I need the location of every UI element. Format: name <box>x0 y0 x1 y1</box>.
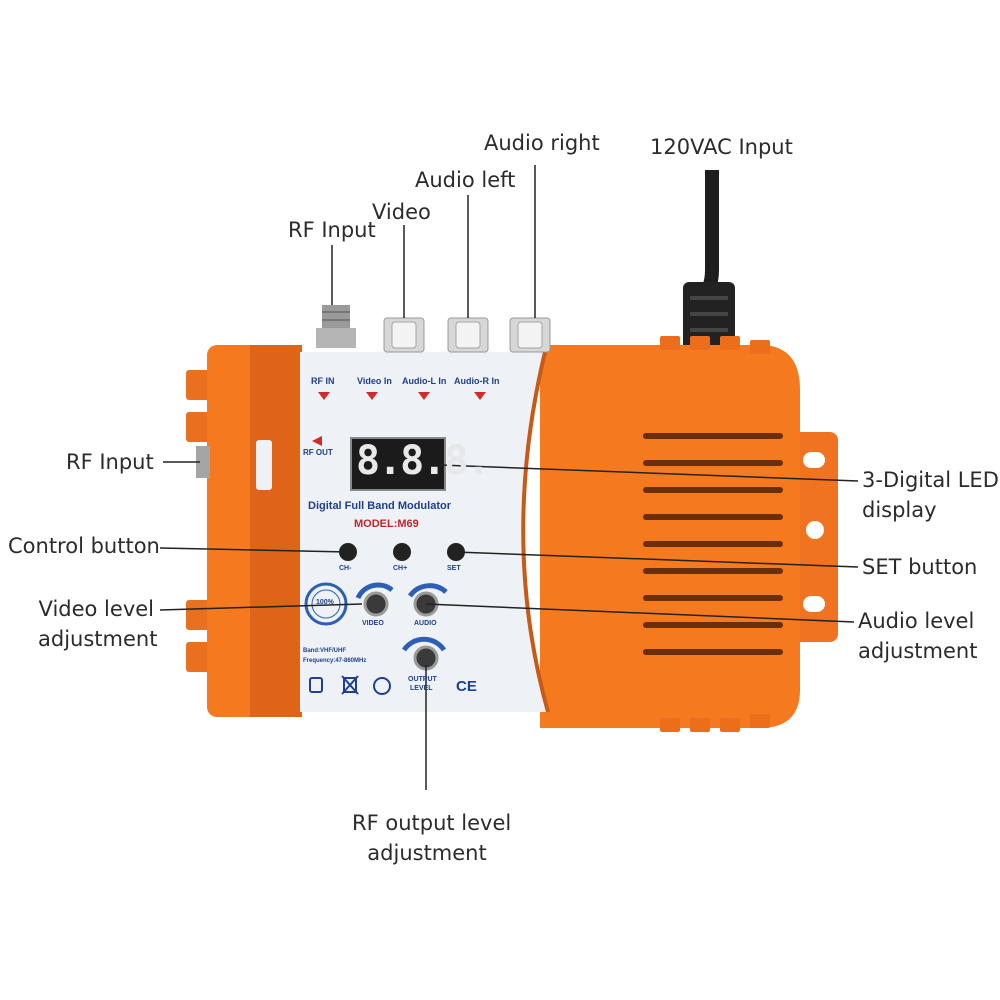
callout-audio-right: Audio right <box>484 131 600 155</box>
audio-left-rca-jack <box>447 317 489 353</box>
label-output: OUTPUT <box>408 676 437 683</box>
label-video-knob: VIDEO <box>362 620 384 627</box>
callout-audio-level-line1: Audio level <box>858 609 975 633</box>
label-audio-l-in: Audio-L In <box>402 376 447 386</box>
callout-video: Video <box>372 200 431 224</box>
callout-audio-level-line2: adjustment <box>858 639 978 663</box>
label-video-in: Video In <box>357 376 392 386</box>
callout-audio-left: Audio left <box>415 168 516 192</box>
callout-rf-output-level: RF output level adjustment <box>352 808 512 868</box>
label-set: SET <box>447 565 461 572</box>
callout-ac-input: 120VAC Input <box>650 135 793 159</box>
led-digits: 8.8.8. <box>356 438 490 484</box>
spec-band: Band:VHF/UHF <box>303 648 346 654</box>
callout-video-level-line1: Video level <box>38 597 154 621</box>
ce-mark: CE <box>456 678 477 695</box>
ch-plus-button <box>393 543 411 561</box>
label-ch-minus: CH- <box>339 565 352 572</box>
label-rf-out: RF OUT <box>303 448 333 457</box>
rf-input-f-connector <box>316 305 356 348</box>
left-bracket <box>186 345 302 717</box>
certification-icons <box>309 675 391 695</box>
label-ch-plus: CH+ <box>393 565 408 572</box>
leader-lines <box>159 165 859 790</box>
callout-led-display: 3-Digital LED display <box>862 465 999 525</box>
input-arrows <box>312 392 486 446</box>
callout-video-level: Video level adjustment <box>38 594 158 654</box>
housing-right <box>540 345 800 728</box>
model-label: MODEL:M69 <box>354 518 419 530</box>
callout-led-display-line2: display <box>862 498 937 522</box>
callout-rf-input-side: RF Input <box>66 450 154 474</box>
label-rf-in: RF IN <box>311 376 335 386</box>
device-title: Digital Full Band Modulator <box>308 500 451 512</box>
callout-set-button: SET button <box>862 555 978 579</box>
callout-rf-input-top: RF Input <box>288 218 376 242</box>
callout-video-level-line2: adjustment <box>38 627 158 651</box>
rf-output-side-connector <box>196 446 210 478</box>
callout-led-display-line1: 3-Digital LED <box>862 468 999 492</box>
video-level-knob <box>363 591 389 617</box>
callout-control-button: Control button <box>8 534 160 558</box>
video-rca-jack <box>383 317 425 353</box>
top-ribs <box>660 336 770 732</box>
label-audio-knob: AUDIO <box>414 620 437 627</box>
ac-power-cable <box>695 170 719 306</box>
callout-audio-level: Audio level adjustment <box>858 606 977 666</box>
vent-slots <box>643 433 783 655</box>
led-display <box>350 437 446 491</box>
spec-frequency: Frequency:47-860MHz <box>303 658 367 664</box>
callout-rf-output-level-line1: RF output level <box>352 811 512 835</box>
label-level: LEVEL <box>410 685 433 692</box>
callout-rf-output-level-line2: adjustment <box>367 841 487 865</box>
label-audio-r-in: Audio-R In <box>454 376 500 386</box>
quality-badge-text: 100% <box>316 599 334 606</box>
audio-right-rca-jack <box>509 317 551 353</box>
